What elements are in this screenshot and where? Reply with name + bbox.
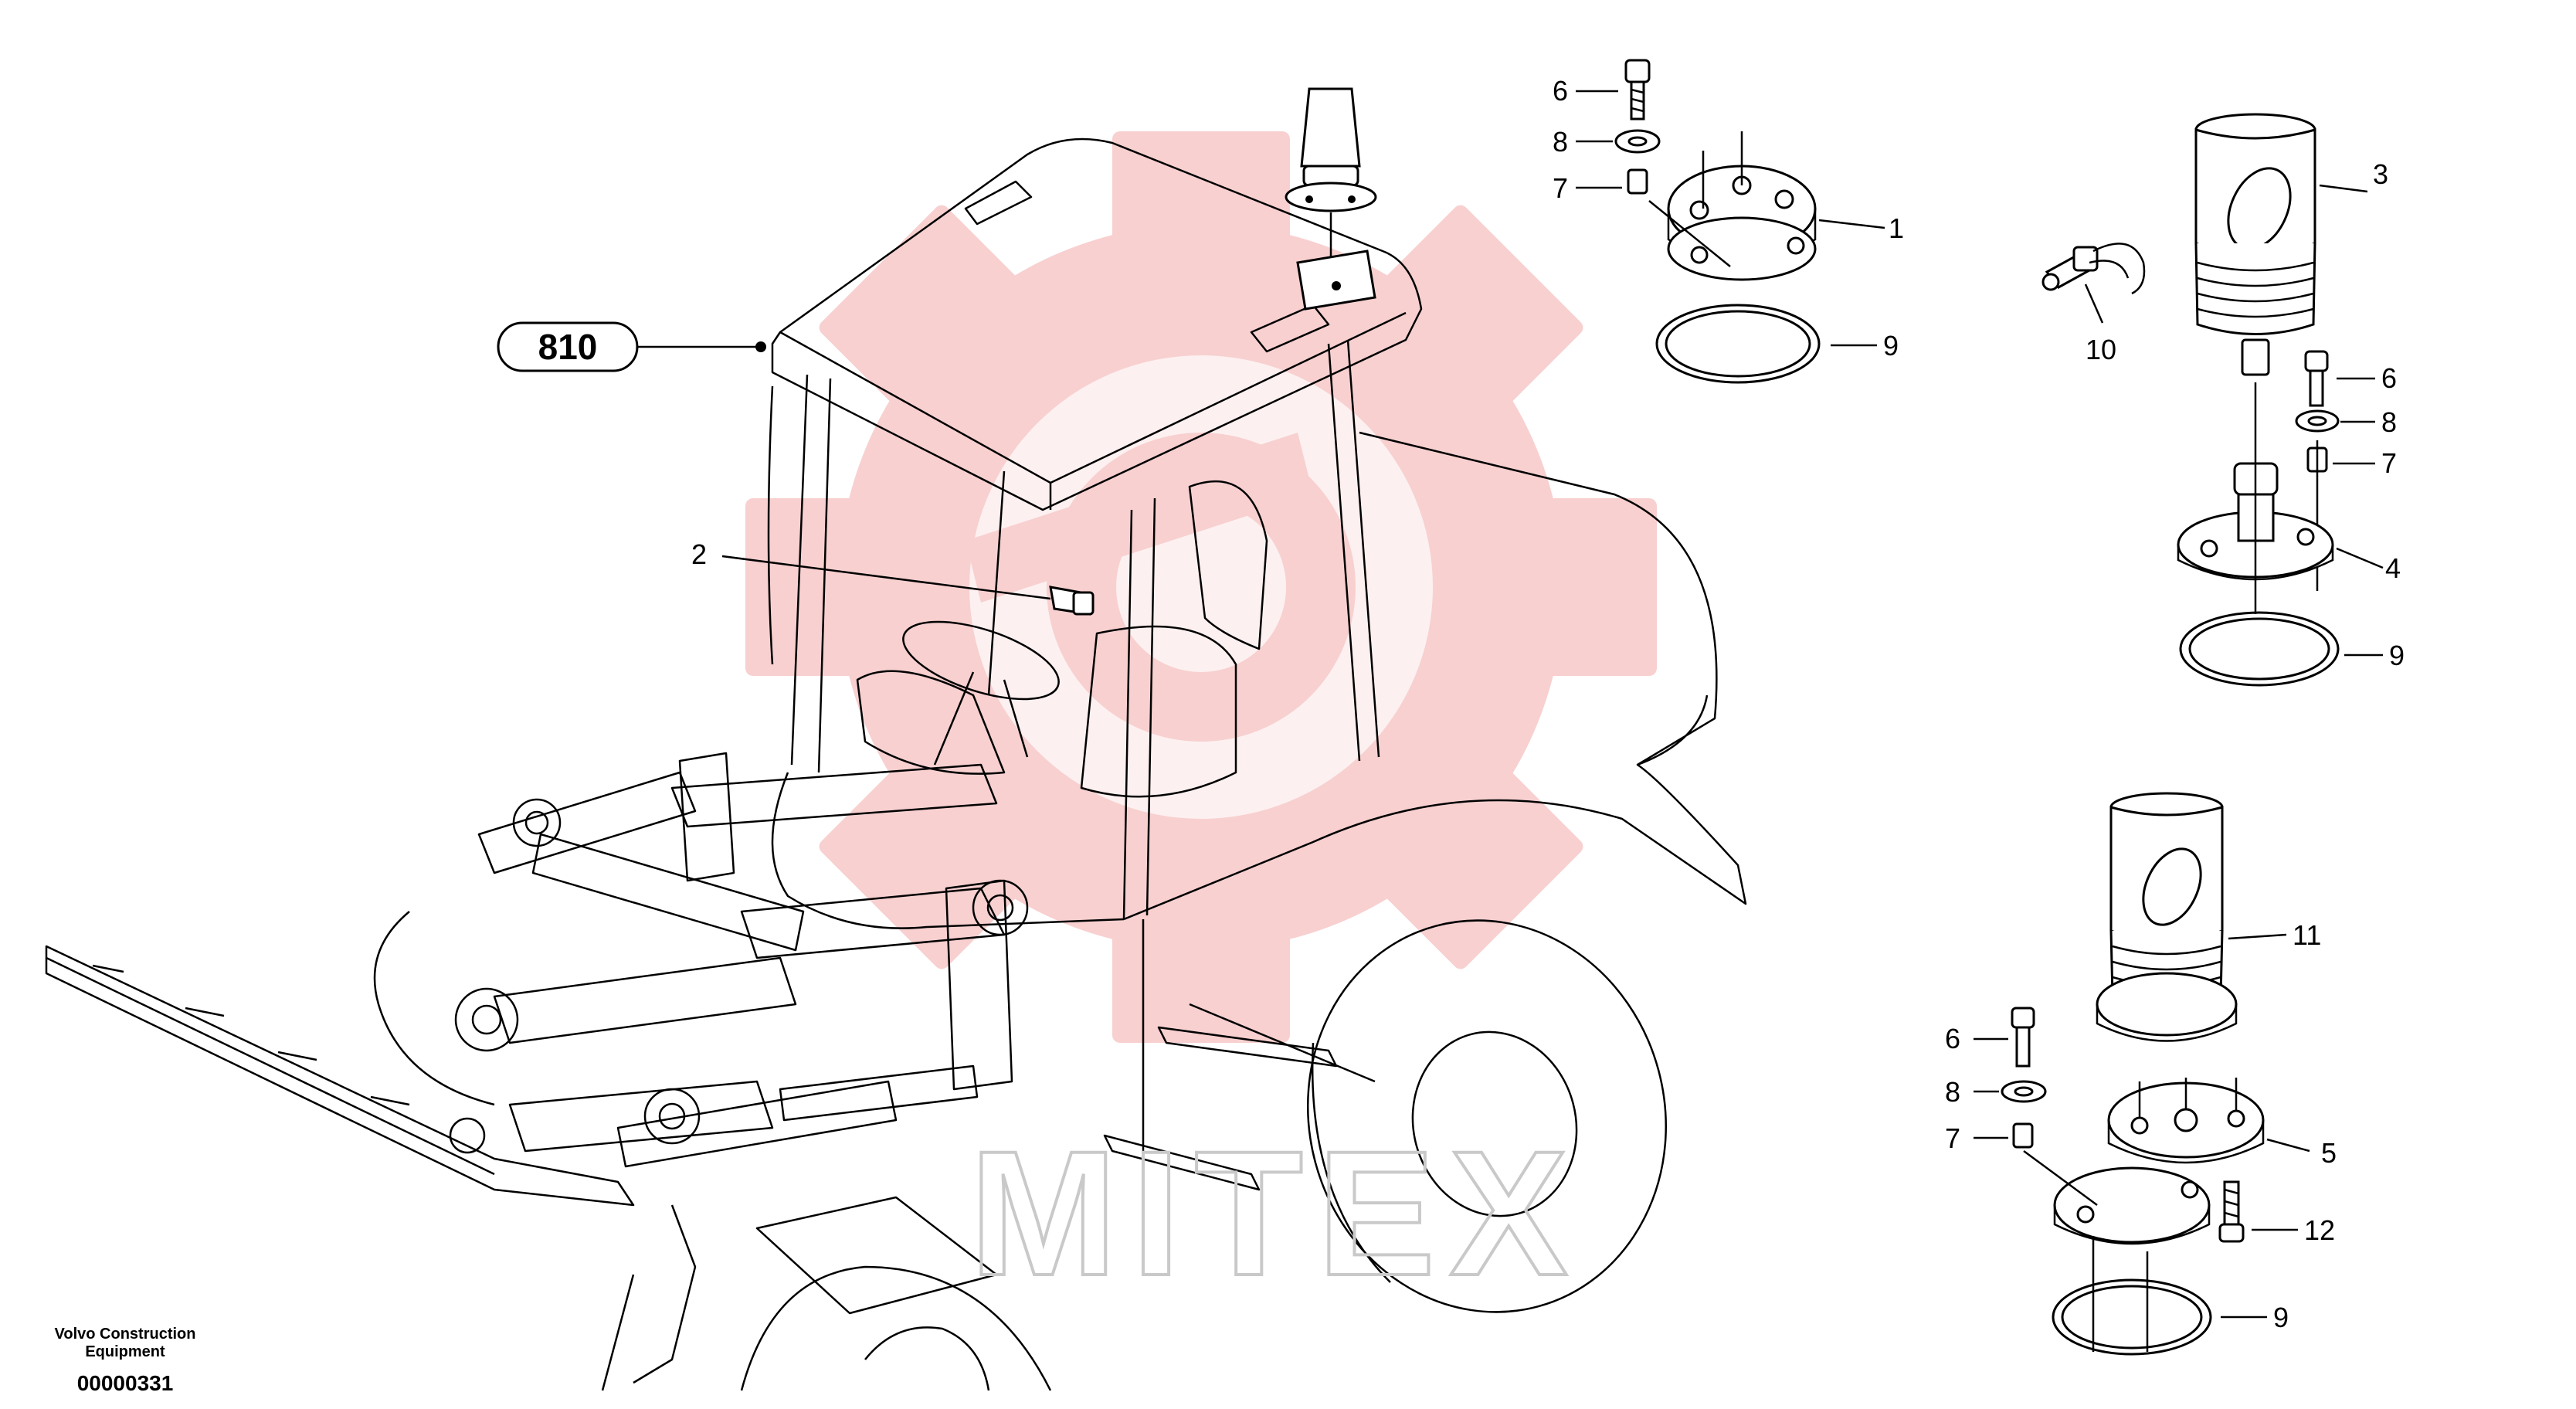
callout-5: 5 — [2321, 1137, 2337, 1169]
callout-9c: 9 — [2273, 1302, 2289, 1333]
part-10-bulb — [2041, 243, 2146, 324]
callout-1: 1 — [1889, 212, 1904, 244]
callout-9a: 9 — [1883, 330, 1899, 362]
callout-6a: 6 — [1553, 75, 1568, 107]
exploded-group-a — [1576, 59, 1885, 384]
callout-labels: 1 2 3 4 5 6 6 6 7 7 7 8 8 8 9 9 9 10 11 … — [691, 75, 2405, 1333]
publisher-caption: Volvo Construction Equipment 00000331 — [55, 1326, 196, 1395]
callout-4: 4 — [2385, 552, 2401, 584]
callout-8b: 8 — [2381, 406, 2397, 438]
callout-8a: 8 — [1553, 126, 1568, 158]
svg-text:Equipment: Equipment — [85, 1343, 165, 1360]
callout-7b: 7 — [2381, 447, 2397, 479]
callout-12: 12 — [2304, 1214, 2335, 1246]
drawing-number: 00000331 — [77, 1371, 174, 1395]
callout-7a: 7 — [1553, 172, 1568, 204]
svg-text:Volvo Construction: Volvo Construction — [55, 1326, 196, 1343]
callout-6b: 6 — [2381, 362, 2397, 394]
exploded-group-b — [2177, 113, 2384, 687]
callout-8c: 8 — [1945, 1076, 1960, 1108]
exploded-group-c — [1974, 792, 2310, 1356]
callout-10: 10 — [2086, 334, 2116, 365]
callout-6c: 6 — [1945, 1023, 1960, 1054]
roof-beacon — [1285, 87, 1377, 311]
callout-2: 2 — [691, 538, 707, 570]
watermark-text: MITEX — [969, 1114, 1582, 1312]
part-2-switch — [721, 555, 1095, 616]
svg-text:810: 810 — [538, 327, 598, 367]
callout-7c: 7 — [1945, 1122, 1960, 1154]
callout-11: 11 — [2293, 919, 2321, 951]
callout-9b: 9 — [2389, 640, 2405, 671]
callout-3: 3 — [2373, 158, 2388, 190]
reference-tag-810[interactable]: 810 — [497, 321, 766, 372]
wheel-loader-illustration — [45, 138, 1747, 1391]
